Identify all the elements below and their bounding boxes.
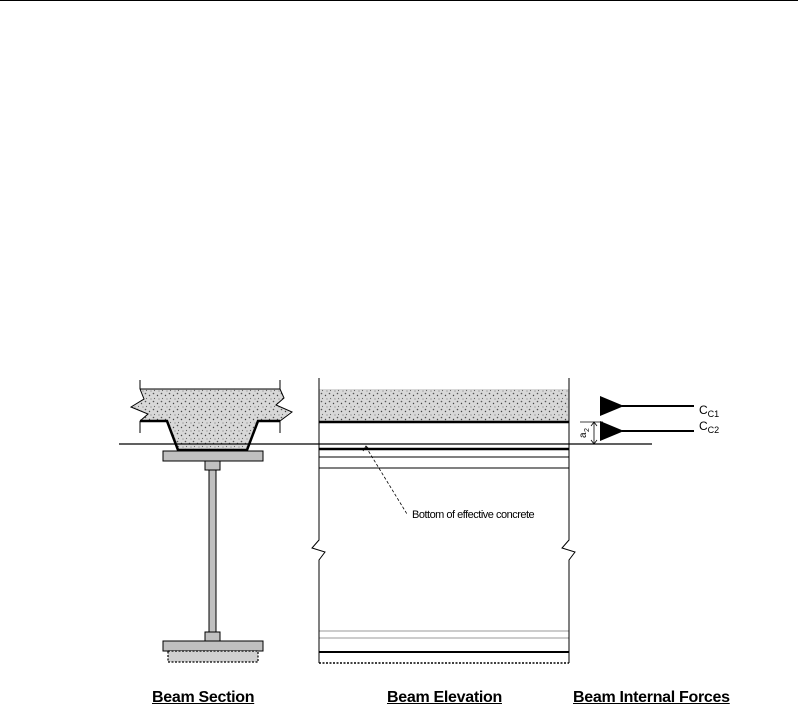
- elevation-right-edge: [561, 378, 576, 663]
- header-rule: [0, 0, 798, 1]
- cc2-label: CC2: [699, 419, 719, 435]
- caption-beam-elevation: Beam Elevation: [387, 689, 502, 706]
- metal-deck-profile: [140, 419, 280, 452]
- web: [208, 469, 217, 633]
- a2-label-sub: 2: [584, 428, 591, 432]
- bottom-fillet: [204, 631, 221, 642]
- caption-beam-section: Beam Section: [152, 689, 255, 706]
- cc1-label-main: C: [699, 403, 708, 417]
- a2-label: a 2: [578, 428, 591, 438]
- top-fillet: [204, 460, 221, 471]
- beam-section: [129, 380, 293, 663]
- left-break-line: [129, 388, 149, 422]
- top-flange: [162, 450, 264, 462]
- a2-dim-arrow-top: [590, 421, 598, 427]
- a2-label-main: a: [578, 432, 589, 438]
- internal-forces: a 2 CC1 CC2: [578, 396, 719, 445]
- cc1-label-sub: C1: [708, 409, 720, 419]
- caption-beam-internal-forces: Beam Internal Forces: [573, 689, 730, 706]
- elevation-slab: [319, 389, 569, 421]
- leader-arrow: [362, 445, 371, 452]
- section-slab: [131, 389, 290, 450]
- cc2-label-sub: C2: [708, 425, 720, 435]
- cover-plate: [167, 650, 259, 663]
- bottom-effective-concrete-label: Bottom of effective concrete: [412, 509, 535, 521]
- leader-line: [365, 446, 408, 515]
- elevation-left-edge: [311, 378, 326, 663]
- a2-dim-arrow-bottom: [590, 439, 598, 445]
- bottom-flange: [162, 640, 264, 652]
- cc1-label: CC1: [699, 403, 719, 419]
- right-break-line: [275, 388, 293, 422]
- beam-elevation: Bottom of effective concrete: [311, 378, 576, 664]
- cc2-label-main: C: [699, 419, 708, 433]
